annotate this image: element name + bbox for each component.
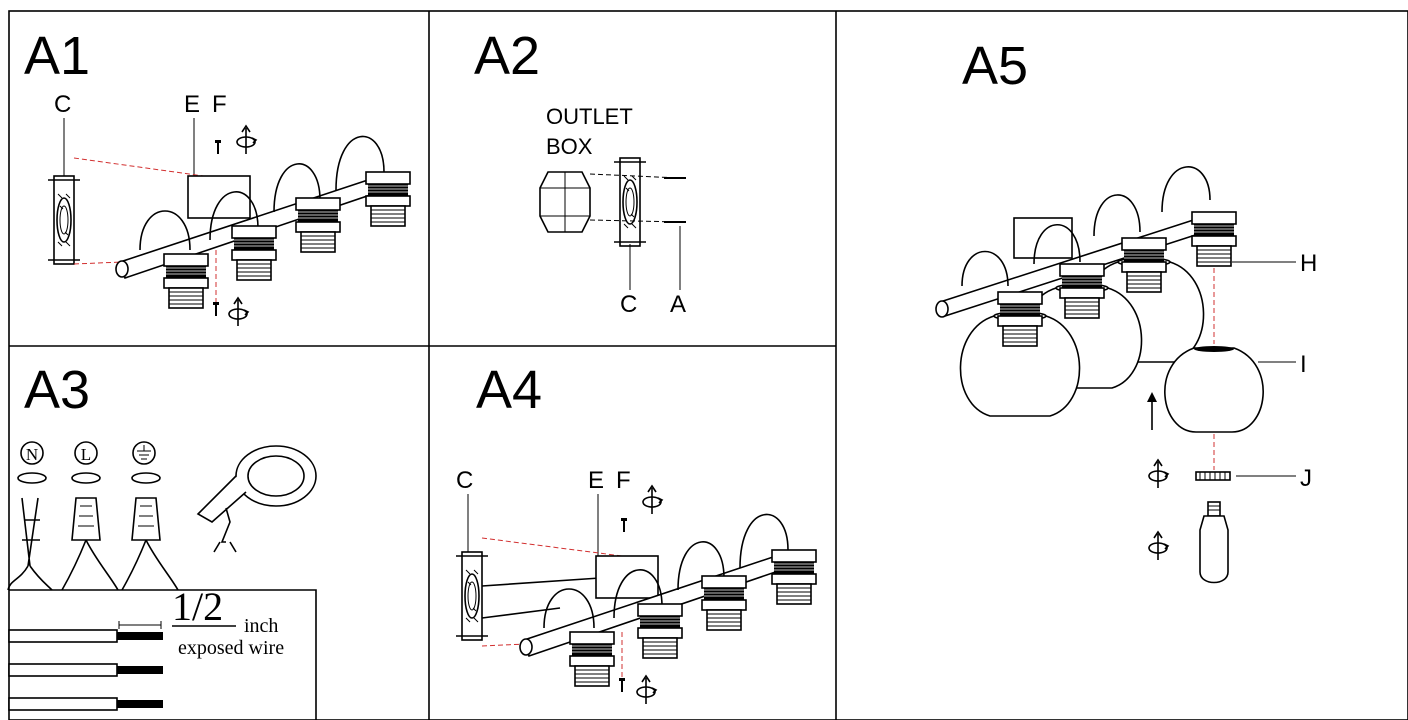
wire-nut-icon [61, 497, 119, 591]
label-f: F [212, 91, 227, 118]
crossbar-bracket [187, 175, 251, 219]
socket-icon [771, 549, 817, 605]
electrical-tape-icon [196, 445, 317, 553]
socket-icon [163, 253, 209, 309]
screw-icon [664, 177, 686, 223]
wire-l-label: L [81, 445, 91, 464]
label-c: C [54, 91, 71, 118]
label-e: E [184, 91, 200, 118]
panel-a1: A1 C E F [24, 26, 411, 327]
step-title-a3: A3 [24, 360, 90, 420]
panel-a3: A3 N L [7, 360, 317, 720]
ground-symbol-icon [132, 441, 156, 465]
label-j: J [1300, 465, 1312, 492]
socket-icon [231, 225, 277, 281]
arrow-up-icon [1147, 392, 1157, 430]
backplate [47, 175, 81, 265]
backplate [455, 551, 489, 641]
panel-a4: A4 C E F [455, 360, 817, 705]
neutral-wire-symbol [20, 441, 44, 465]
outlet-box-line2: BOX [546, 134, 593, 159]
rotate-arrow-icon [228, 297, 249, 327]
socket-icon [295, 197, 341, 253]
label-e: E [588, 467, 604, 494]
socket-icon [637, 603, 683, 659]
rotate-arrow-icon [642, 485, 663, 515]
twisted-wires [7, 497, 53, 591]
label-a: A [670, 291, 686, 318]
label-c: C [620, 291, 637, 318]
live-wire-symbol [74, 441, 98, 465]
rotate-arrow-icon [636, 675, 657, 705]
outlet-box-line1: OUTLET [546, 104, 633, 129]
step-title-a1: A1 [24, 26, 90, 86]
socket-icon [1121, 237, 1167, 293]
step-title-a4: A4 [476, 360, 542, 420]
strip-note: exposed wire [178, 637, 284, 659]
screw-icon [618, 677, 626, 693]
backplate [613, 157, 647, 247]
socket-icon [701, 575, 747, 631]
step-title-a5: A5 [962, 36, 1028, 96]
wire-strip-guide: 1/2 inch exposed wire [8, 584, 317, 720]
crossbar-bracket [595, 555, 659, 599]
panel-a5: A5 H I J [935, 36, 1317, 584]
socket-icon [997, 291, 1043, 347]
step-title-a2: A2 [474, 26, 540, 86]
panel-a2: A2 OUTLET BOX C A [474, 26, 686, 318]
panel-borders [8, 10, 1408, 720]
socket-icon [1059, 263, 1105, 319]
wire-nut-icon [121, 497, 179, 591]
rotate-arrow-icon [236, 125, 257, 155]
label-f: F [616, 467, 631, 494]
outlet-box [539, 171, 591, 233]
screw-icon [212, 301, 220, 317]
screw-icon [214, 139, 222, 155]
socket-icon [569, 631, 615, 687]
retaining-ring [1195, 471, 1231, 481]
strip-length-unit: inch [244, 615, 278, 637]
rotate-arrow-icon [1148, 531, 1169, 561]
wire-n-label: N [26, 445, 38, 464]
label-i: I [1300, 351, 1307, 378]
label-h: H [1300, 250, 1317, 277]
glass-shade-icon [1164, 346, 1264, 433]
bulb-icon [1199, 501, 1229, 584]
crossbar-bracket [1013, 217, 1073, 259]
socket-icon [365, 171, 411, 227]
screw-icon [620, 517, 628, 533]
label-c: C [456, 467, 473, 494]
rotate-arrow-icon [1148, 459, 1169, 489]
socket-icon [1191, 211, 1237, 267]
strip-length-fraction: 1/2 [172, 584, 223, 629]
